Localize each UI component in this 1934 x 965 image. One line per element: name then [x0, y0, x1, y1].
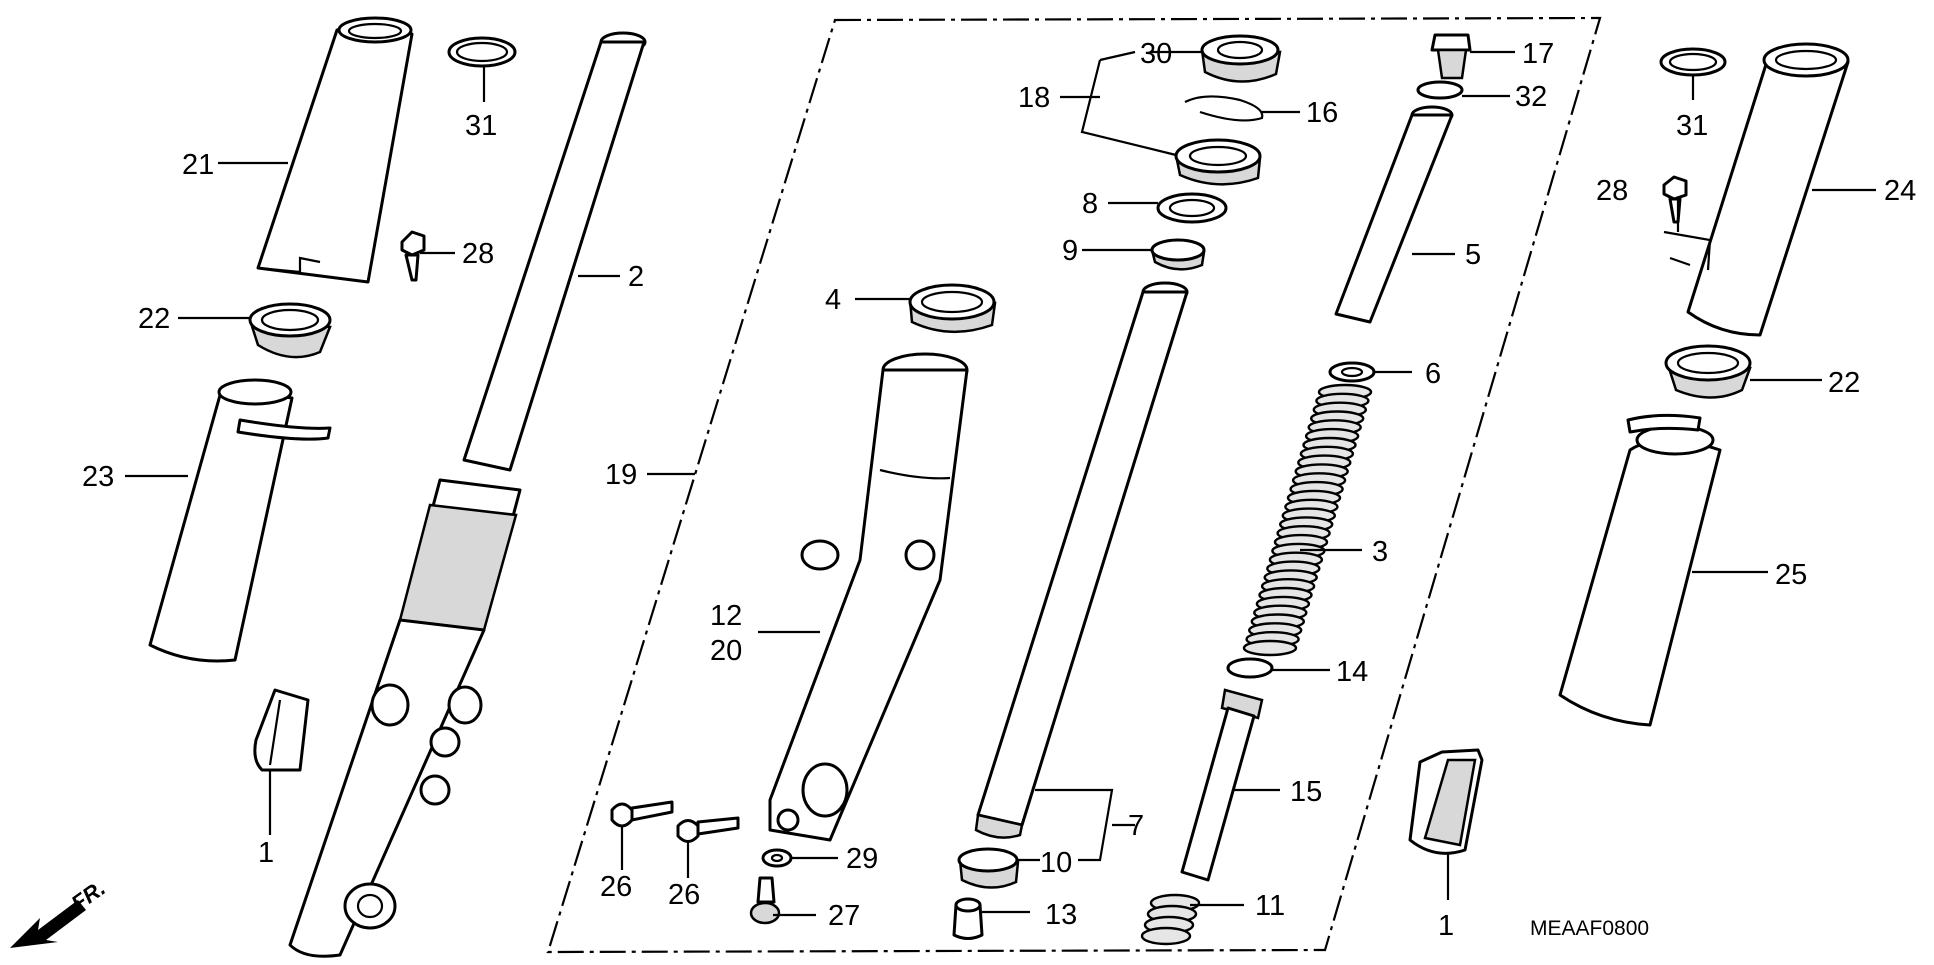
part-1-slider-pad-left [253, 688, 310, 772]
callout-8: 8 [1082, 188, 1098, 220]
callout-19: 19 [605, 459, 637, 491]
callout-4: 4 [825, 284, 841, 316]
part-28-bolt-right [1662, 175, 1712, 271]
part-16-clip [1184, 95, 1264, 122]
callout-21: 21 [182, 149, 214, 181]
callout-5: 5 [1465, 239, 1481, 271]
part-31-o-ring-right [1659, 47, 1727, 77]
part-29-washer [761, 848, 793, 868]
callout-7: 7 [1128, 810, 1144, 842]
part-6-washer [1328, 361, 1376, 383]
part-8-back-up-ring [1156, 192, 1228, 224]
callout-labels: 21 31 28 22 23 1 2 4 19 12 20 26 26 29 2… [82, 38, 1916, 942]
callout-1-left: 1 [258, 837, 274, 869]
part-25-lower-cover-right [1558, 413, 1722, 727]
part-14-ring [1226, 657, 1274, 679]
part-22-bushing-right [1664, 344, 1752, 399]
part-27-drain-bolt [749, 876, 781, 925]
part-17-bolt-top [1430, 33, 1472, 80]
part-21-upper-cover [256, 16, 414, 284]
part-1-slider-pad-right [1408, 748, 1484, 855]
callout-16: 16 [1306, 97, 1338, 129]
callout-22-left: 22 [138, 303, 170, 335]
part-18-oil-seal [1174, 138, 1262, 186]
diagram-code: MEAAF0800 [1530, 917, 1649, 940]
part-10-slide-bushing [957, 847, 1020, 889]
part-24-upper-cover-right [1686, 42, 1850, 337]
callout-30: 30 [1140, 38, 1172, 70]
callout-12: 12 [710, 600, 742, 632]
callout-2: 2 [628, 261, 644, 293]
callout-23: 23 [82, 461, 114, 493]
callout-31-right: 31 [1676, 110, 1708, 142]
callout-26-b: 26 [668, 879, 700, 911]
callout-24: 24 [1884, 175, 1916, 207]
callout-15: 15 [1290, 776, 1322, 808]
callout-1-right: 1 [1438, 910, 1454, 942]
part-3-spring [1242, 383, 1373, 657]
callout-27: 27 [828, 900, 860, 932]
leader-lines [125, 50, 1876, 917]
arrow-icon [10, 900, 86, 948]
callout-9: 9 [1062, 235, 1078, 267]
callout-18: 18 [1018, 82, 1050, 114]
callout-17: 17 [1522, 38, 1554, 70]
assembly-19-boundary [546, 16, 1602, 954]
part-22-bushing-left [248, 302, 332, 359]
part-13-oil-lock-piece [952, 897, 984, 940]
callout-26-a: 26 [600, 871, 632, 903]
callout-13: 13 [1045, 899, 1077, 931]
part-7-fork-pipe [974, 281, 1189, 839]
callout-22-right: 22 [1828, 367, 1860, 399]
part-26-bolts [610, 800, 740, 843]
callout-25: 25 [1775, 559, 1807, 591]
callout-28-right: 28 [1596, 175, 1628, 207]
part-32-o-ring [1416, 80, 1464, 100]
part-15-damper-rod [1180, 688, 1264, 882]
part-4-dust-seal [908, 283, 997, 333]
part-2-fork-assembly [288, 31, 647, 958]
part-23-lower-cover [148, 378, 332, 663]
part-11-rebound-spring [1140, 893, 1201, 946]
part-31-o-ring-left [447, 36, 517, 68]
callout-28-left: 28 [462, 238, 494, 270]
part-30-cap [1200, 34, 1282, 83]
callout-11: 11 [1255, 890, 1285, 922]
front-direction-arrow: FR. [10, 875, 110, 948]
callout-32: 32 [1515, 81, 1547, 113]
spring-coil [1242, 639, 1298, 657]
callout-3: 3 [1372, 536, 1388, 568]
callout-14: 14 [1336, 656, 1368, 688]
callout-20: 20 [710, 635, 742, 667]
part-28-bolt-left [400, 230, 426, 282]
part-9-slide-bushing [1150, 238, 1206, 271]
callout-31-left: 31 [465, 110, 497, 142]
part-12-20-lower-fork-leg [768, 352, 969, 842]
callout-6: 6 [1425, 358, 1441, 390]
part-5-spacer [1334, 105, 1454, 324]
callout-29: 29 [846, 843, 878, 875]
callout-10: 10 [1040, 847, 1072, 879]
